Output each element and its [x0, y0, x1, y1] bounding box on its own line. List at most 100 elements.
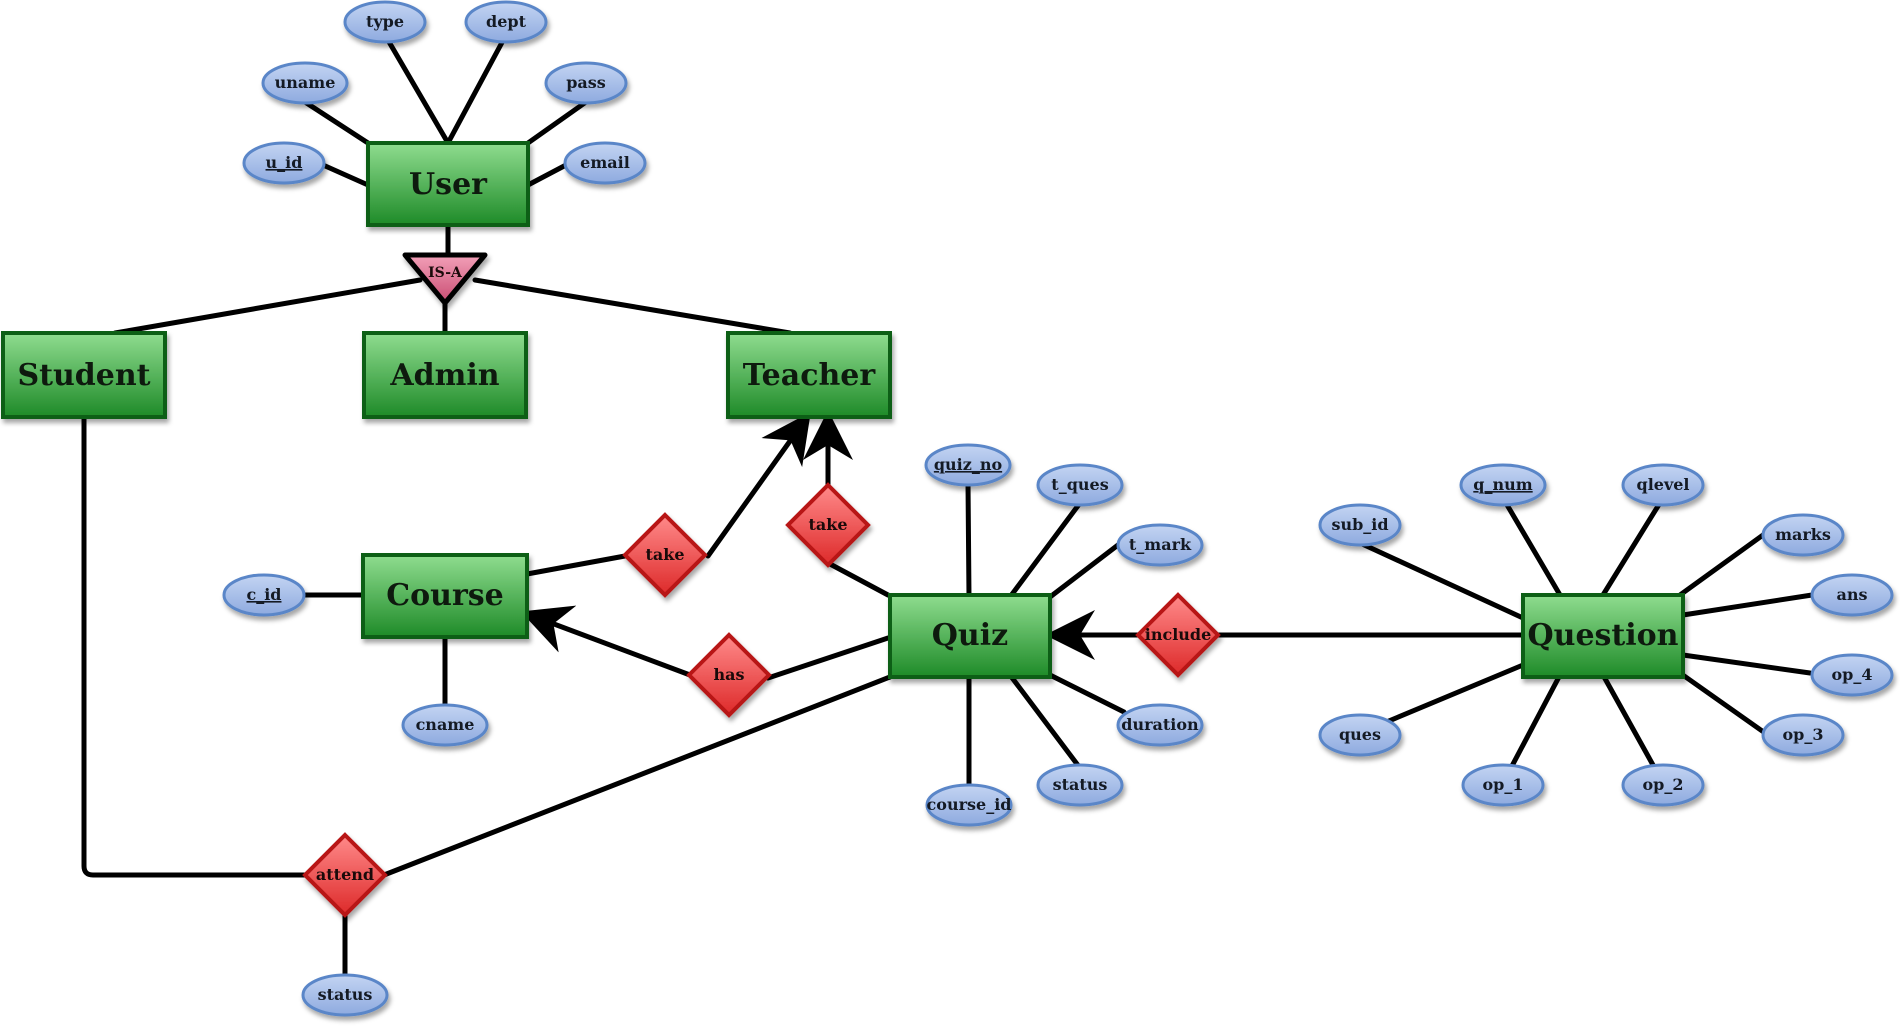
entity-user-label: User	[409, 167, 488, 202]
relationship-include[interactable]: include	[1135, 592, 1221, 678]
attribute-user-email-label: email	[580, 153, 630, 172]
edge-isa-student	[112, 277, 423, 336]
attribute-course-cname[interactable]: cname	[401, 703, 489, 747]
relationship-has[interactable]: has	[686, 632, 772, 718]
attribute-question-marks[interactable]: marks	[1761, 513, 1845, 557]
entity-admin[interactable]: Admin	[362, 331, 528, 419]
isa-triangle[interactable]: IS-A	[402, 252, 488, 306]
edge-question-marks	[1677, 532, 1766, 598]
edge-user-type	[382, 32, 451, 146]
attribute-question-ans-label: ans	[1836, 585, 1867, 604]
relationship-attend-label: attend	[316, 865, 374, 884]
entity-user[interactable]: User	[366, 141, 530, 227]
attribute-user-email[interactable]: email	[563, 141, 647, 185]
relationship-quiz-take[interactable]: take	[785, 482, 871, 568]
relationship-has-label: has	[713, 665, 744, 684]
attribute-user-pass-label: pass	[566, 73, 606, 92]
entity-student[interactable]: Student	[1, 331, 167, 419]
attribute-user-type[interactable]: type	[343, 0, 427, 44]
edge-question-op4	[1680, 652, 1813, 676]
attribute-question-op2[interactable]: op_2	[1621, 763, 1705, 807]
entity-student-label: Student	[17, 358, 150, 393]
edge-quiz-quizno	[965, 480, 972, 600]
attribute-quiz-tques-label: t_ques	[1051, 475, 1108, 494]
attribute-question-marks-label: marks	[1775, 525, 1831, 544]
attribute-quiz-tmark-label: t_mark	[1129, 535, 1192, 554]
edge-attend-quiz	[381, 674, 893, 878]
edge-question-qnum	[1500, 495, 1563, 598]
isa-label: IS-A	[428, 265, 463, 281]
attribute-question-op2-label: op_2	[1643, 775, 1684, 794]
attribute-user-uid[interactable]: u_id	[242, 141, 326, 185]
attribute-question-qnum-label: q_num	[1473, 475, 1532, 494]
entity-quiz-label: Quiz	[932, 618, 1008, 653]
edge-quiz-duration	[1047, 672, 1127, 715]
edge-user-email	[525, 162, 569, 188]
attribute-quiz-courseid-label: course_id	[927, 795, 1012, 814]
attribute-question-qlevel-label: qlevel	[1637, 475, 1690, 494]
entity-teacher[interactable]: Teacher	[726, 331, 892, 419]
attribute-quiz-status[interactable]: status	[1036, 763, 1124, 807]
attribute-question-subid-label: sub_id	[1331, 515, 1388, 534]
edges	[81, 32, 1815, 981]
attribute-question-ques-label: ques	[1339, 725, 1381, 744]
attribute-question-qlevel[interactable]: qlevel	[1621, 463, 1705, 507]
attribute-quiz-courseid[interactable]: course_id	[925, 783, 1013, 827]
entity-admin-label: Admin	[389, 358, 499, 393]
edge-question-qlevel	[1600, 495, 1666, 598]
attribute-user-uname-label: uname	[275, 73, 336, 92]
edge-user-uname	[302, 99, 371, 146]
entity-course-label: Course	[386, 578, 503, 613]
edge-has-course	[520, 605, 693, 678]
entity-course[interactable]: Course	[361, 553, 529, 639]
attribute-attend-status-label: status	[318, 985, 373, 1004]
attribute-question-qnum[interactable]: q_num	[1459, 463, 1547, 507]
attribute-question-op3[interactable]: op_3	[1761, 713, 1845, 757]
attribute-user-type-label: type	[366, 12, 404, 31]
attribute-quiz-duration-label: duration	[1121, 715, 1199, 734]
attribute-question-op1[interactable]: op_1	[1461, 763, 1545, 807]
attribute-user-uid-label: u_id	[266, 153, 303, 172]
attribute-quiz-tques[interactable]: t_ques	[1036, 463, 1124, 507]
attribute-question-op3-label: op_3	[1783, 725, 1824, 744]
edge-quiz-has	[765, 635, 891, 681]
edge-question-op3	[1677, 670, 1768, 736]
attribute-course-cname-label: cname	[416, 715, 475, 734]
attribute-user-pass[interactable]: pass	[544, 61, 628, 105]
attribute-question-ques[interactable]: ques	[1318, 713, 1402, 757]
edge-quiz-tmark	[1047, 542, 1121, 600]
edge-quiz-take2	[827, 561, 891, 598]
attribute-question-subid[interactable]: sub_id	[1318, 503, 1402, 547]
attribute-quiz-tmark[interactable]: t_mark	[1116, 523, 1204, 567]
attribute-question-op4[interactable]: op_4	[1810, 653, 1894, 697]
entity-quiz[interactable]: Quiz	[888, 593, 1052, 679]
edge-question-subid	[1357, 540, 1526, 621]
relationship-quiz-take-label: take	[808, 515, 847, 534]
edge-user-uid	[320, 162, 371, 188]
attribute-quiz-status-label: status	[1053, 775, 1108, 794]
attribute-attend-status[interactable]: status	[301, 973, 389, 1017]
attribute-quiz-duration[interactable]: duration	[1116, 703, 1204, 747]
entity-teacher-label: Teacher	[743, 358, 877, 393]
relationship-include-label: include	[1145, 625, 1212, 644]
attribute-user-dept-label: dept	[486, 12, 527, 31]
edge-quiz-tques	[1007, 500, 1083, 600]
edge-user-dept	[445, 32, 509, 146]
attribute-question-op1-label: op_1	[1483, 775, 1524, 794]
entity-question[interactable]: Question	[1521, 593, 1685, 679]
edge-take-teacher	[705, 411, 811, 559]
attribute-user-uname[interactable]: uname	[261, 61, 349, 105]
attribute-course-cid[interactable]: c_id	[222, 573, 306, 617]
attribute-quiz-quizno[interactable]: quiz_no	[924, 443, 1012, 487]
attribute-user-dept[interactable]: dept	[464, 0, 548, 44]
attribute-question-op4-label: op_4	[1832, 665, 1873, 684]
edge-isa-teacher	[472, 277, 793, 336]
edge-user-pass	[525, 99, 589, 146]
edge-question-ans	[1680, 592, 1815, 618]
attribute-course-cid-label: c_id	[246, 585, 281, 604]
relationship-attend[interactable]: attend	[302, 832, 388, 918]
attribute-question-ans[interactable]: ans	[1810, 573, 1894, 617]
edge-course-take	[524, 553, 628, 577]
relationship-course-take[interactable]: take	[622, 512, 708, 598]
